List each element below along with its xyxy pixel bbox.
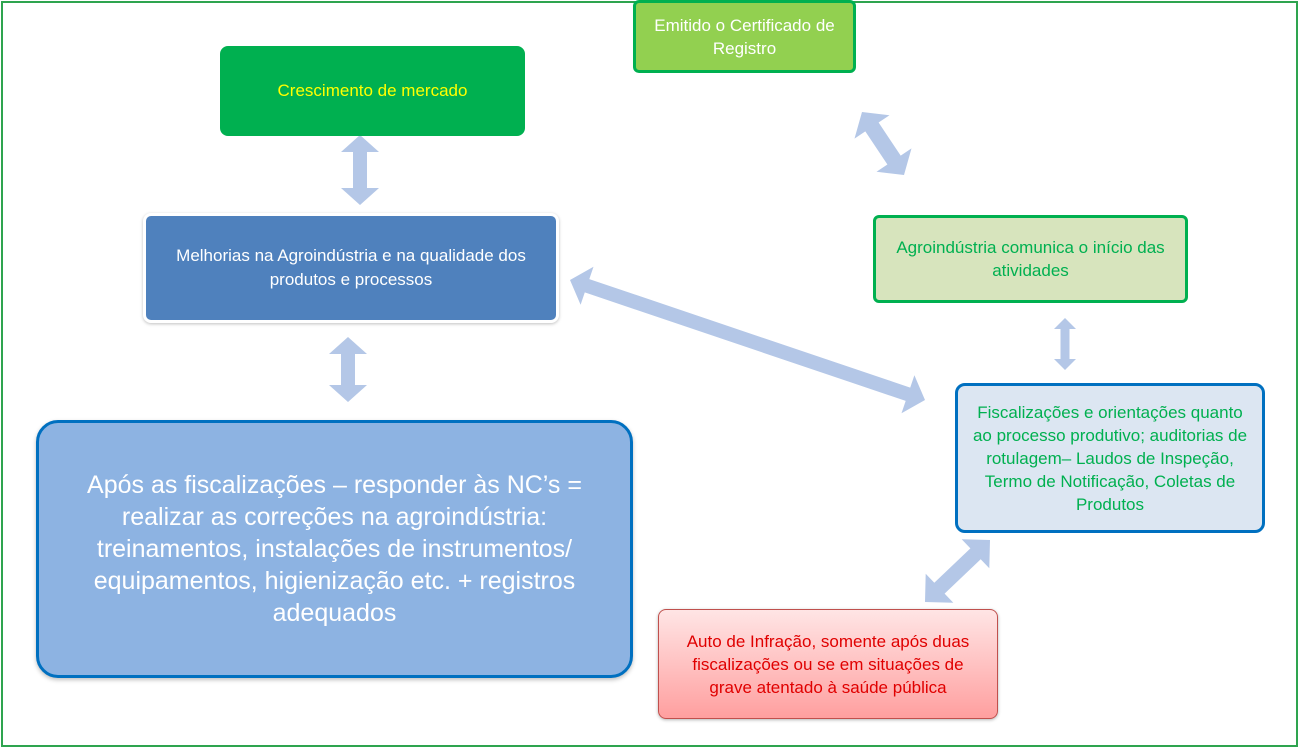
node-inspections: Fiscalizações e orientações quanto ao pr… [955,383,1265,533]
node-after-inspections-label: Após as fiscalizações – responder às NC’… [87,471,582,627]
arrow-certificate-communicates [854,112,912,175]
arrow-improvements-after [329,337,367,402]
arrow-improvements-inspections [570,266,925,414]
arrow-growth-improvements [341,135,379,205]
node-market-growth: Crescimento de mercado [220,46,525,136]
node-inspections-label: Fiscalizações e orientações quanto ao pr… [972,402,1248,514]
node-certificate-issued: Emitido o Certificado de Registro [633,0,856,73]
node-market-growth-label: Crescimento de mercado [277,81,468,100]
node-infraction-notice: Auto de Infração, somente após duas fisc… [658,609,998,719]
node-after-inspections: Após as fiscalizações – responder às NC’… [36,420,633,678]
node-improvements-label: Melhorias na Agroindústria e na qualidad… [176,246,526,289]
node-infraction-notice-label: Auto de Infração, somente após duas fisc… [686,631,970,697]
node-communicates-start: Agroindústria comunica o início das ativ… [873,215,1188,303]
node-improvements: Melhorias na Agroindústria e na qualidad… [143,213,559,323]
arrow-inspections-infraction [925,539,990,603]
node-certificate-issued-label: Emitido o Certificado de Registro [654,15,835,58]
arrow-communicates-inspections [1054,318,1076,370]
node-communicates-start-label: Agroindústria comunica o início das ativ… [896,238,1165,280]
